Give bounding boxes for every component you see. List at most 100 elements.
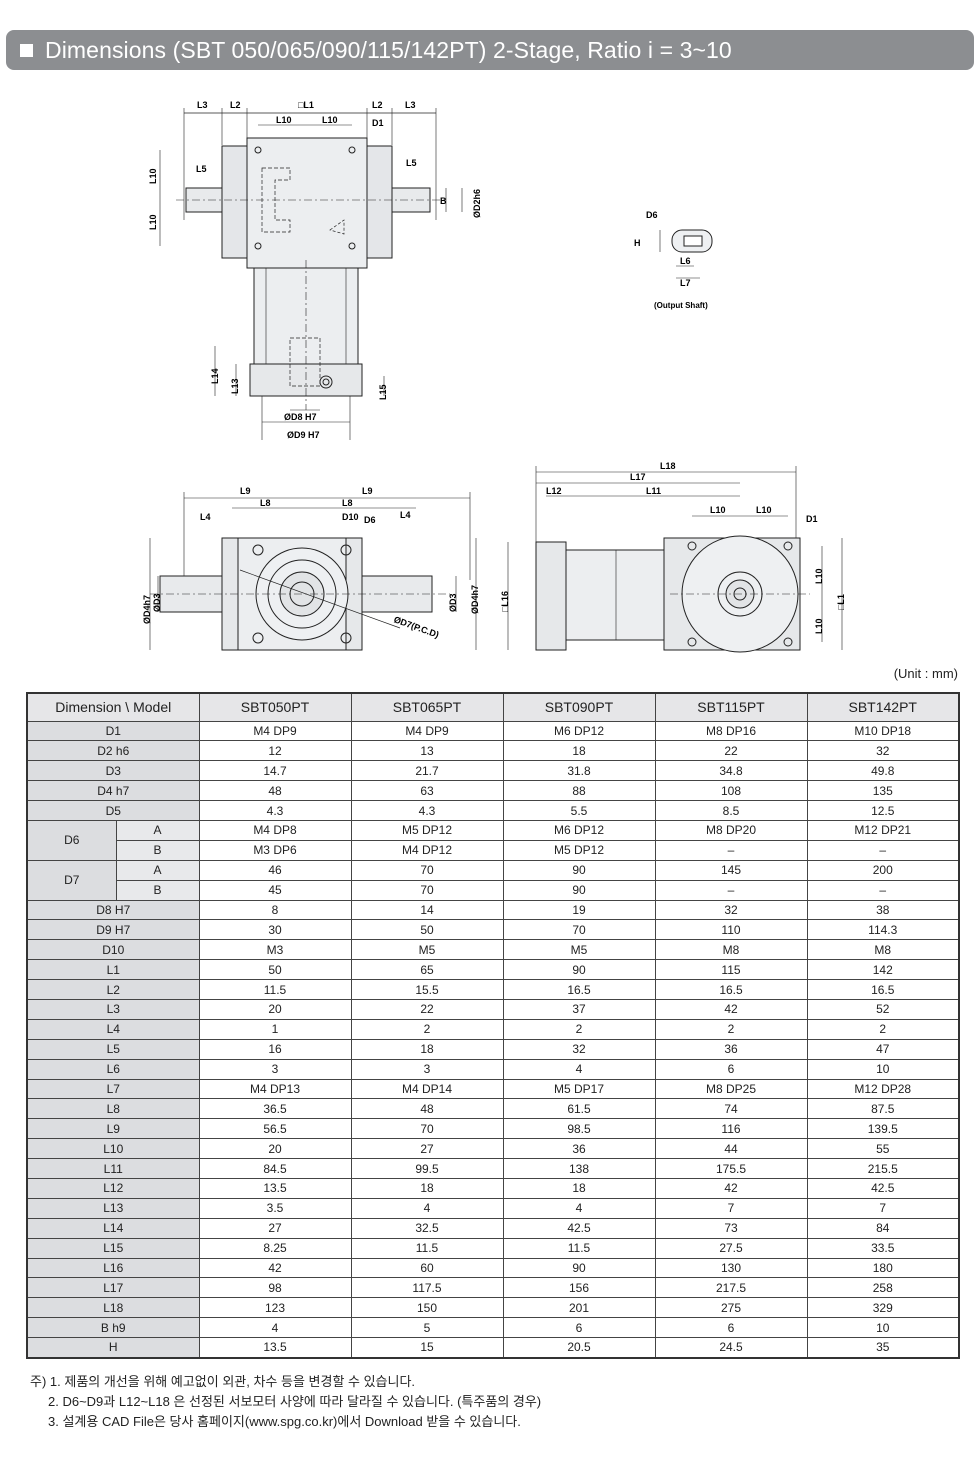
- table-cell: 36: [654, 1038, 808, 1060]
- dim-label: L2: [372, 100, 383, 110]
- table-cell: 32.5: [350, 1217, 504, 1239]
- table-cell: –: [654, 879, 808, 901]
- table-cell: 11.5: [350, 1237, 504, 1259]
- table-cell: 12.5: [806, 800, 960, 821]
- table-cell: 116: [654, 1118, 808, 1140]
- table-cell: 10: [806, 1058, 960, 1080]
- dim-label: L4: [400, 510, 411, 520]
- table-cell: 114.3: [806, 919, 960, 941]
- table-cell: 145: [654, 859, 808, 881]
- table-cell: 73: [654, 1217, 808, 1239]
- dim-label: L9: [362, 486, 373, 496]
- dim-label: ØD3: [152, 593, 162, 612]
- table-cell: 42.5: [502, 1217, 656, 1239]
- table-cell: 37: [502, 998, 656, 1020]
- table-cell: 61.5: [502, 1098, 656, 1120]
- table-cell: 7: [806, 1197, 960, 1219]
- table-cell: M8 DP25: [654, 1078, 808, 1100]
- table-cell: 84: [806, 1217, 960, 1239]
- table-cell: 48: [350, 1098, 504, 1120]
- table-cell: 139.5: [806, 1118, 960, 1140]
- table-cell: 123: [198, 1297, 352, 1319]
- table-cell: 70: [350, 1118, 504, 1140]
- dim-label: □L1: [298, 100, 314, 110]
- table-cell: M5: [502, 939, 656, 961]
- table-cell: 74: [654, 1098, 808, 1120]
- table-cell: 42.5: [806, 1177, 960, 1199]
- table-cell: M4 DP14: [350, 1078, 504, 1100]
- technical-drawing: L3 L2 □L1 L2 L3 L10 L10 D1 L10 L10 L5 L5…: [0, 80, 980, 680]
- table-cell: 10: [806, 1317, 960, 1339]
- table-cell: M3: [198, 939, 352, 961]
- row-dimension: L14: [26, 1217, 200, 1239]
- dim-label: D6: [364, 515, 376, 525]
- row-dimension: D6: [26, 819, 117, 861]
- table-cell: 56.5: [198, 1118, 352, 1140]
- row-dimension: L10: [26, 1138, 200, 1160]
- table-cell: M10 DP18: [806, 720, 960, 742]
- table-cell: 16.5: [654, 979, 808, 1000]
- row-dimension: L1: [26, 959, 200, 981]
- dim-label: L7: [680, 278, 691, 288]
- table-cell: 16: [198, 1038, 352, 1060]
- table-cell: 4: [502, 1197, 656, 1219]
- table-cell: 117.5: [350, 1277, 504, 1299]
- table-cell: 4.3: [350, 800, 504, 821]
- dim-label: D6: [646, 210, 658, 220]
- table-cell: 18: [350, 1038, 504, 1060]
- dim-label: D10: [342, 512, 359, 522]
- table-cell: 16.5: [806, 979, 960, 1000]
- table-cell: 3.5: [198, 1197, 352, 1219]
- dim-label: B: [440, 196, 447, 206]
- table-cell: 99.5: [350, 1158, 504, 1179]
- table-cell: 90: [502, 1257, 656, 1279]
- table-cell: 45: [198, 879, 352, 901]
- table-cell: 11.5: [502, 1237, 656, 1259]
- dim-label: D1: [372, 118, 384, 128]
- table-cell: 8: [198, 899, 352, 921]
- table-cell: 138: [502, 1158, 656, 1179]
- dim-label: □L16: [500, 591, 510, 612]
- table-cell: 150: [350, 1297, 504, 1319]
- row-dimension: D7: [26, 859, 117, 901]
- table-cell: 52: [806, 998, 960, 1020]
- row-dimension: L2: [26, 979, 200, 1000]
- table-cell: 201: [502, 1297, 656, 1319]
- row-subtype: A: [115, 819, 200, 841]
- table-cell: 46: [198, 859, 352, 881]
- row-dimension: D5: [26, 800, 200, 821]
- table-cell: –: [806, 879, 960, 901]
- table-cell: 84.5: [198, 1158, 352, 1179]
- table-cell: 30: [198, 919, 352, 941]
- table-cell: 329: [806, 1297, 960, 1319]
- table-cell: 14.7: [198, 760, 352, 782]
- dim-label: ØD4h7: [142, 595, 152, 624]
- table-cell: 87.5: [806, 1098, 960, 1120]
- row-dimension: L5: [26, 1038, 200, 1060]
- table-cell: 20.5: [502, 1337, 656, 1358]
- table-cell: 142: [806, 959, 960, 981]
- table-cell: 31.8: [502, 760, 656, 782]
- table-cell: M5 DP12: [350, 819, 504, 841]
- shaft-caption: (Output Shaft): [654, 301, 708, 310]
- row-subtype: A: [115, 859, 200, 881]
- table-cell: 8.25: [198, 1237, 352, 1259]
- table-cell: 42: [654, 998, 808, 1020]
- table-cell: 98.5: [502, 1118, 656, 1140]
- dim-label: ØD9 H7: [287, 430, 320, 440]
- table-cell: 13.5: [198, 1177, 352, 1199]
- table-cell: 3: [350, 1058, 504, 1080]
- row-dimension: L15: [26, 1237, 200, 1259]
- side-view: [507, 466, 843, 653]
